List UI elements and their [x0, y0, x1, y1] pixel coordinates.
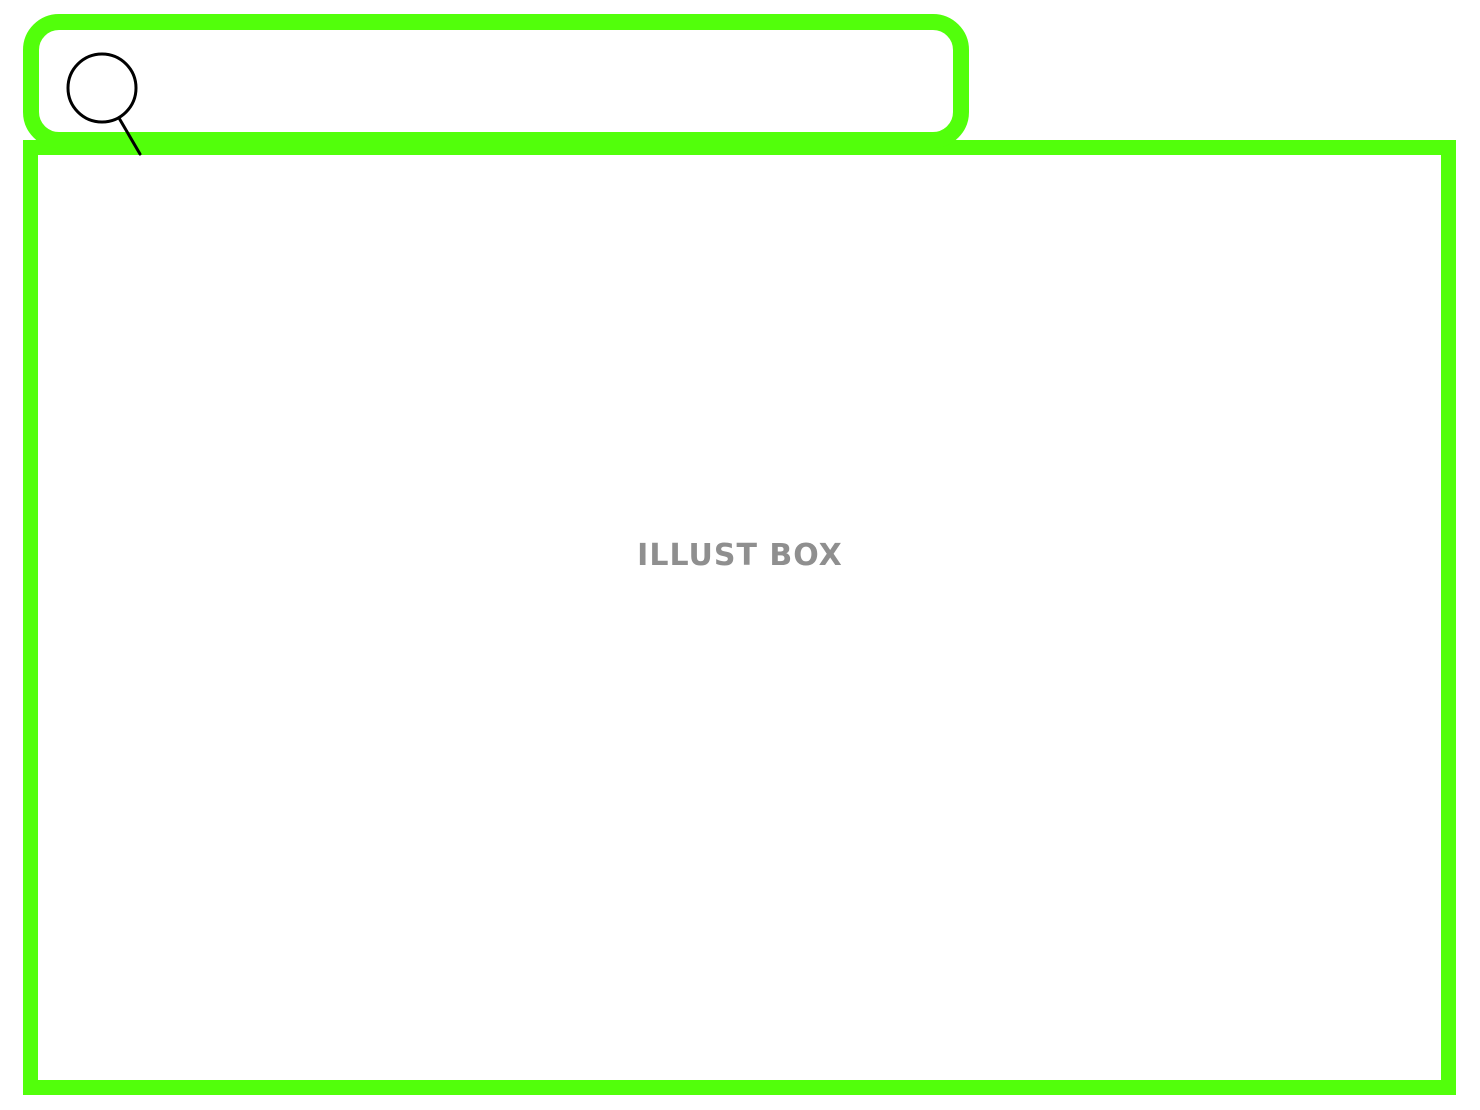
search-icon[interactable]: [66, 50, 146, 170]
watermark-text: ILLUST BOX: [637, 538, 843, 573]
content-panel: [23, 140, 1456, 1095]
search-bar[interactable]: [23, 14, 969, 156]
